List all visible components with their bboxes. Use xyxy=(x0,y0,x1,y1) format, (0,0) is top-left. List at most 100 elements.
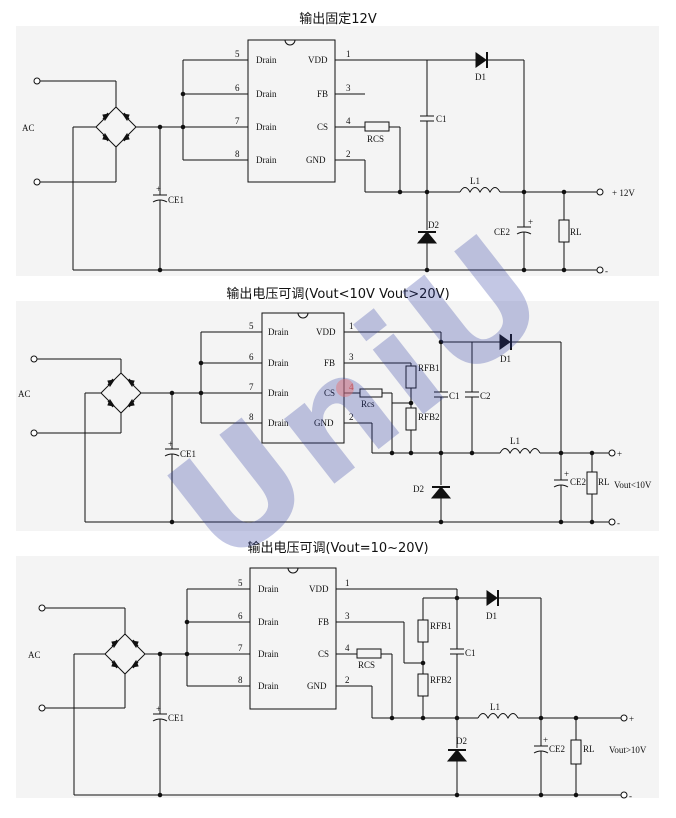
rcs-label-3: RCS xyxy=(358,660,375,670)
ce1-label-3: CE1 xyxy=(168,713,184,723)
rfb1-label-2: RFB1 xyxy=(418,363,440,373)
ce1-plus-2: + xyxy=(168,439,173,449)
pin3-num-1: 3 xyxy=(346,83,351,93)
diagram-panel-3 xyxy=(16,556,659,798)
out-neg-label-3: - xyxy=(629,791,632,801)
pin4-num-3: 4 xyxy=(345,643,350,653)
pin8-name-1: Drain xyxy=(256,155,277,165)
ce2-label-1: CE2 xyxy=(494,227,510,237)
pin3-num-3: 3 xyxy=(345,611,350,621)
rfb2-label-3: RFB2 xyxy=(430,675,452,685)
c1-label-3: C1 xyxy=(465,648,476,658)
pin2-num-2: 2 xyxy=(349,412,354,422)
vout-label-3: Vout>10V xyxy=(609,745,647,755)
c1-label-1: C1 xyxy=(436,114,447,124)
schematic-3-text: AC 5 6 7 8 Drain Drain Drain Drain 1 3 4… xyxy=(28,578,647,801)
c2-label-2: C2 xyxy=(480,391,491,401)
ce2-label-2: CE2 xyxy=(570,477,586,487)
pin6-num-3: 6 xyxy=(238,611,243,621)
pin6-num-1: 6 xyxy=(235,83,240,93)
pin8-num-3: 8 xyxy=(238,675,243,685)
d1-label-1: D1 xyxy=(475,72,486,82)
rcs-label-2: Rcs xyxy=(361,399,375,409)
pin8-num-1: 8 xyxy=(235,149,240,159)
ce2-plus-3: + xyxy=(543,735,548,745)
watermark-dot xyxy=(336,379,354,397)
ac-label-3: AC xyxy=(28,650,41,660)
vout-label-2: Vout<10V xyxy=(614,480,652,490)
pin8-name-2: Drain xyxy=(268,418,289,428)
pin2-num-3: 2 xyxy=(345,675,350,685)
pin7-num-3: 7 xyxy=(238,643,243,653)
ce2-plus-2: + xyxy=(564,469,569,479)
d2-label-1: D2 xyxy=(428,220,439,230)
ce1-plus-3: + xyxy=(156,704,161,714)
pin6-name-3: Drain xyxy=(258,617,279,627)
pin4-name-3: CS xyxy=(318,649,329,659)
ce2-label-3: CE2 xyxy=(549,744,565,754)
pin7-name-2: Drain xyxy=(268,388,289,398)
pin1-name-2: VDD xyxy=(316,327,336,337)
schematic-2 xyxy=(30,312,616,526)
ce1-label-2: CE1 xyxy=(180,449,196,459)
pin6-num-2: 6 xyxy=(249,352,254,362)
pin8-num-2: 8 xyxy=(249,412,254,422)
pin6-name-2: Drain xyxy=(268,358,289,368)
pin2-name-1: GND xyxy=(306,155,326,165)
pin8-name-3: Drain xyxy=(258,681,279,691)
out-pos-label-3: + xyxy=(629,714,634,724)
ac-label-1: AC xyxy=(22,123,35,133)
ce1-plus-1: + xyxy=(156,184,161,194)
c1-label-2: C1 xyxy=(449,391,460,401)
pin2-num-1: 2 xyxy=(346,149,351,159)
pin5-num-2: 5 xyxy=(249,321,254,331)
pin3-name-1: FB xyxy=(317,89,328,99)
pin3-num-2: 3 xyxy=(349,352,354,362)
pin6-name-1: Drain xyxy=(256,89,277,99)
pin4-num-1: 4 xyxy=(346,116,351,126)
out-pos-label-2: + xyxy=(617,449,622,459)
diagram-title-2: 输出电压可调(Vout<10V Vout>20V) xyxy=(226,287,450,302)
out-neg-label-2: - xyxy=(617,518,620,528)
pin5-name-2: Drain xyxy=(268,327,289,337)
rfb1-label-3: RFB1 xyxy=(430,621,452,631)
out-neg-label-1: - xyxy=(605,266,608,276)
pin1-name-1: VDD xyxy=(308,55,328,65)
pin7-num-1: 7 xyxy=(235,116,240,126)
watermark-logo: UniU xyxy=(139,199,582,598)
rl-label-1: RL xyxy=(570,227,582,237)
pin5-name-1: Drain xyxy=(256,55,277,65)
d2-label-3: D2 xyxy=(456,736,467,746)
schematic-1-text: AC 5 6 7 8 Drain Drain Drain Drain 1 3 4… xyxy=(22,49,635,276)
schematic-2-text: AC 5 6 7 8 Drain Drain Drain Drain 1 3 4… xyxy=(18,321,652,528)
pin7-num-2: 7 xyxy=(249,382,254,392)
d2-label-2: D2 xyxy=(413,484,424,494)
schematic-1 xyxy=(33,39,604,274)
l1-label-3: L1 xyxy=(490,702,500,712)
pin1-num-3: 1 xyxy=(345,578,350,588)
d1-label-3: D1 xyxy=(486,611,497,621)
diagram-title-1: 输出固定12V xyxy=(299,12,377,27)
l1-label-2: L1 xyxy=(510,436,520,446)
l1-label-1: L1 xyxy=(470,176,480,186)
pin7-name-3: Drain xyxy=(258,649,279,659)
pin2-name-3: GND xyxy=(307,681,327,691)
pin3-name-2: FB xyxy=(324,358,335,368)
ce1-label-1: CE1 xyxy=(168,195,184,205)
out-pos-label-1: + 12V xyxy=(612,188,635,198)
pin7-name-1: Drain xyxy=(256,122,277,132)
rl-label-2: RL xyxy=(598,477,610,487)
pin5-name-3: Drain xyxy=(258,584,279,594)
pin1-name-3: VDD xyxy=(309,584,329,594)
ac-label-2: AC xyxy=(18,389,31,399)
pin2-name-2: GND xyxy=(314,418,334,428)
pin5-num-3: 5 xyxy=(238,578,243,588)
rcs-label-1: RCS xyxy=(367,134,384,144)
pin4-name-2: CS xyxy=(324,388,335,398)
d1-label-2: D1 xyxy=(500,354,511,364)
pin4-name-1: CS xyxy=(317,122,328,132)
ce2-plus-1: + xyxy=(528,217,533,227)
pin3-name-3: FB xyxy=(318,617,329,627)
pin4-num-2: 4 xyxy=(349,382,354,392)
